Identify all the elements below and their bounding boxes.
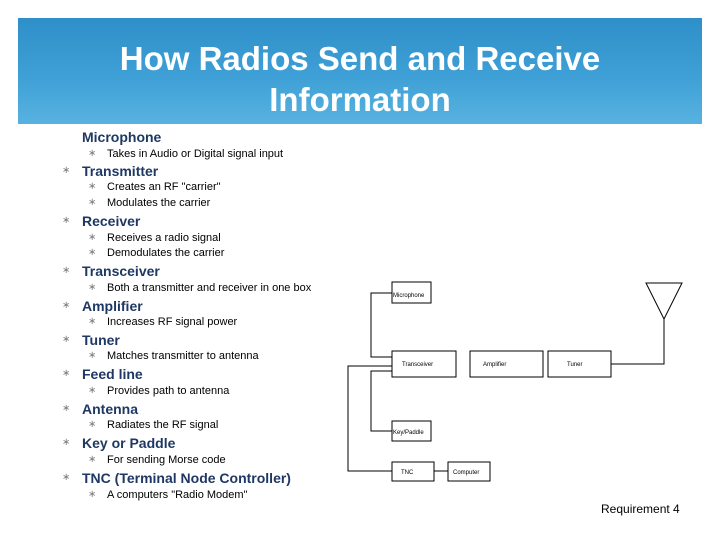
bullet-icon: ∗ (88, 419, 97, 430)
bullet-icon: ∗ (88, 148, 97, 159)
item-heading: Antenna (82, 401, 138, 417)
item-heading: TNC (Terminal Node Controller) (82, 470, 291, 486)
tnc-label: TNC (401, 470, 414, 476)
bullet-icon: ∗ (62, 265, 71, 276)
item-heading: Key or Paddle (82, 435, 176, 451)
bullet-icon: ∗ (88, 385, 97, 396)
sub-item-text: Demodulates the carrier (107, 247, 225, 259)
item-heading: Receiver (82, 213, 141, 229)
bullet-icon: ∗ (88, 489, 97, 500)
key-paddle-label: Key/Paddle (393, 430, 424, 436)
item-heading: Transmitter (82, 163, 159, 179)
item-heading: Tuner (82, 332, 120, 348)
feed-line (611, 319, 665, 365)
sub-item-text: Provides path to antenna (107, 385, 230, 397)
bullet-icon: ∗ (62, 472, 71, 483)
bullet-icon: ∗ (62, 300, 71, 311)
tnc-connector (347, 365, 392, 472)
item-heading: Feed line (82, 366, 143, 382)
sub-item-text: Creates an RF "carrier" (107, 181, 221, 193)
microphone-connector (370, 292, 392, 358)
slide-title-line-1: How Radios Send and Receive (119, 40, 601, 77)
sub-item-text: For sending Morse code (107, 454, 226, 466)
slide-title-line-2: Information (269, 81, 451, 118)
bullet-icon: ∗ (88, 181, 97, 192)
antenna-icon (645, 282, 683, 321)
item-heading: Microphone (82, 129, 162, 145)
sub-item-text: Increases RF signal power (107, 316, 238, 328)
sub-item-text: Modulates the carrier (107, 197, 211, 209)
bullet-icon: ∗ (88, 197, 97, 208)
sub-item-text: Radiates the RF signal (107, 419, 219, 431)
key-connector (370, 370, 392, 432)
microphone-label: Microphone (393, 293, 425, 299)
sub-item-text: Both a transmitter and receiver in one b… (107, 282, 312, 294)
amplifier-box (469, 350, 544, 378)
bullet-icon: ∗ (88, 232, 97, 243)
item-heading: Amplifier (82, 298, 143, 314)
transceiver-box (391, 350, 457, 378)
transceiver-label: Transceiver (402, 362, 433, 368)
bullet-icon: ∗ (62, 215, 71, 226)
title-banner: How Radios Send and Receive Information (18, 18, 702, 124)
slide-title: How Radios Send and Receive Information (18, 38, 702, 120)
item-heading: Transceiver (82, 263, 160, 279)
tuner-label: Tuner (567, 362, 582, 368)
bullet-icon: ∗ (88, 316, 97, 327)
sub-item-text: Matches transmitter to antenna (107, 350, 259, 362)
bullet-icon: ∗ (62, 437, 71, 448)
bullet-icon: ∗ (62, 368, 71, 379)
bullet-icon: ∗ (62, 165, 71, 176)
sub-item-text: Receives a radio signal (107, 232, 221, 244)
requirement-footer: Requirement 4 (601, 502, 680, 516)
computer-label: Computer (453, 470, 479, 476)
bullet-icon: ∗ (62, 403, 71, 414)
sub-item-text: A computers "Radio Modem" (107, 489, 248, 501)
amplifier-label: Amplifier (483, 362, 506, 368)
sub-item-text: Takes in Audio or Digital signal input (107, 148, 284, 160)
bullet-icon: ∗ (88, 350, 97, 361)
bullet-icon: ∗ (88, 282, 97, 293)
bullet-icon: ∗ (62, 334, 71, 345)
bullet-icon: ∗ (88, 247, 97, 258)
bullet-icon: ∗ (88, 454, 97, 465)
